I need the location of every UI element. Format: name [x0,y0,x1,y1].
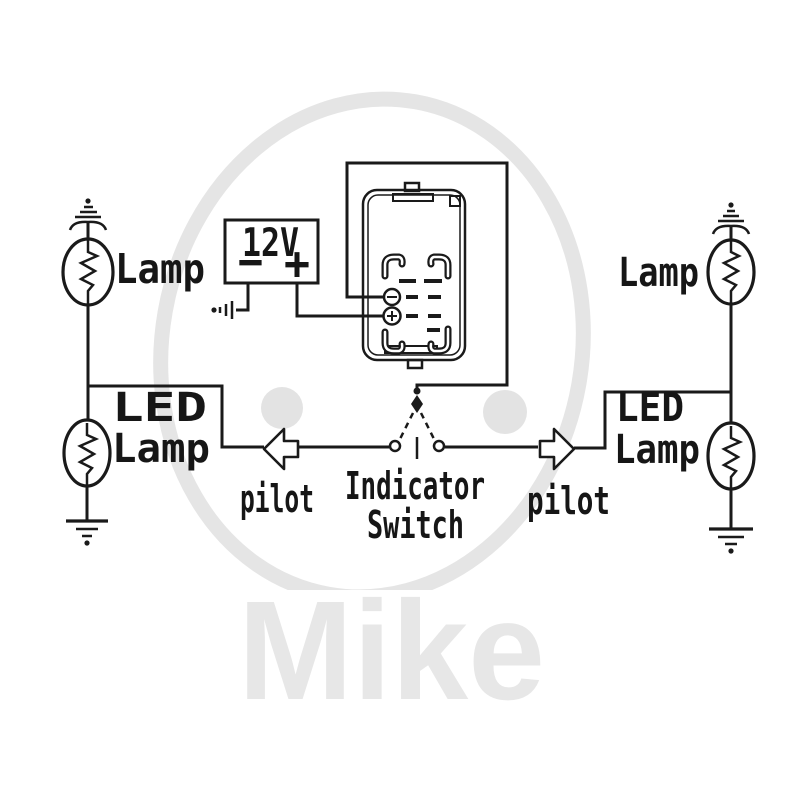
relay-pin-slots [399,279,442,332]
relay-bottom-tab [406,358,424,370]
left-lamp-circuit [61,198,264,546]
battery-12v: 12V − + [211,218,384,319]
battery-plus-label: + [284,236,310,290]
switch-contact-right [432,439,446,453]
relay-loop-wire [345,161,509,388]
right-branch-wire [574,390,731,450]
relay-corner-notch [449,195,461,207]
relay-top-tab [403,181,421,193]
battery-box [223,218,320,285]
led-lamp-symbol-right [706,421,756,491]
battery-plus-wire [295,283,384,318]
indicator-switch-symbol [298,387,538,459]
battery-minus-wire [236,283,250,312]
led-label-left-line1: LED [112,385,207,431]
ground-icon-top-right [711,202,751,240]
lamp-symbol-left [61,237,115,307]
pilot-label-left: pilot [240,477,314,521]
indicator-switch-label-line2: Switch [367,503,464,547]
pilot-arrow-right-icon [538,427,576,471]
lamp-label-right: Lamp [618,250,699,296]
ground-icon-bottom-right [709,527,753,554]
flasher-relay [345,161,509,388]
lamp-label-left: Lamp [115,245,205,293]
pilot-label-right: pilot [527,479,610,523]
indicator-switch-label-line1: Indicator [345,464,485,508]
led-label-right-line2: Lamp [614,427,700,473]
relay-pin-plus-icon [382,306,402,326]
pilot-arrow-left-icon [262,427,300,471]
led-label-right-line1: LED [616,385,684,431]
watermark-right-eye [483,390,527,434]
left-branch-wire [88,384,264,449]
switch-throw-left [397,412,415,442]
ground-icon-battery [211,301,234,319]
right-lamp-circuit [574,202,756,554]
ground-icon-top-left [68,198,108,239]
battery-minus-label: − [238,234,263,288]
relay-top-slot [392,193,434,202]
lamp-symbol-right [706,238,756,306]
watermark-left-eye [261,387,303,429]
switch-pole-dot [413,387,421,395]
switch-throw-right [419,412,437,442]
relay-pin-minus-icon [382,287,402,307]
ground-icon-bottom-left [66,519,108,546]
switch-contact-left [388,439,402,453]
watermark-brand-text: Mike [238,571,545,729]
mike-logo-watermark: Mike [153,91,591,729]
battery-voltage-label: 12V [242,221,299,266]
led-lamp-symbol-left [62,418,112,488]
switch-pole-blade [411,395,423,413]
watermark-text-knockout [230,590,562,710]
relay-pin-bracket-icons [381,253,452,355]
led-label-left-line2: Lamp [112,426,210,472]
